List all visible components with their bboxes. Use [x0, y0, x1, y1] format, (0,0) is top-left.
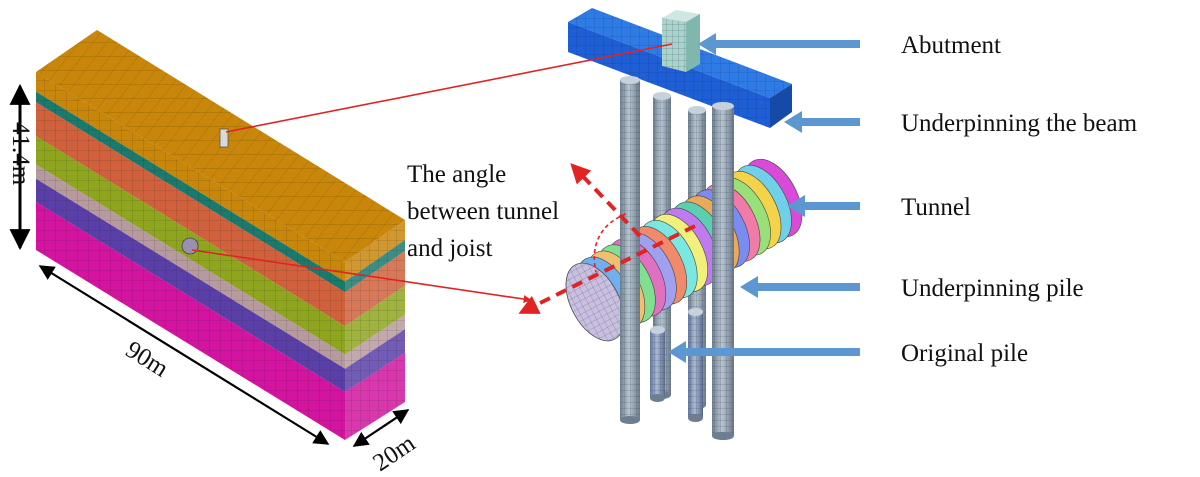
soil-abutment-marker — [219, 128, 229, 148]
callout-item: Abutment — [698, 32, 1001, 59]
tunnel-joist-angle — [518, 163, 696, 314]
callout-label: Underpinning pile — [901, 275, 1084, 302]
length-dimension-arrow — [38, 265, 330, 445]
angle-label-line-2: between tunnel — [407, 198, 559, 225]
tunnel-leader-line — [191, 249, 532, 304]
tunnel — [565, 158, 803, 342]
angle-label-line-1: The angle — [407, 161, 506, 188]
callout-arrowhead — [698, 33, 716, 55]
original-pile — [688, 308, 703, 422]
callout-label: Abutment — [901, 32, 1001, 59]
callout-arrowhead — [784, 111, 802, 133]
underpinning-pile — [712, 102, 734, 440]
tunnel-axis-arrow — [518, 224, 696, 314]
callout-item: Original pile — [668, 340, 1028, 367]
callout-item: Underpinning pile — [740, 275, 1084, 302]
callout-label: Tunnel — [901, 194, 971, 221]
original-piles — [650, 308, 703, 422]
soil-tunnel-marker — [181, 237, 199, 255]
callout-item: Tunnel — [787, 194, 971, 221]
callout-item: Underpinning the beam — [784, 110, 1138, 137]
abutment-leader-line — [225, 43, 673, 133]
abutment-block — [662, 10, 700, 72]
callout-arrowhead — [668, 341, 686, 363]
height-label: 41.4m — [7, 122, 34, 186]
width-label: 20m — [368, 429, 420, 477]
width-dimension-arrow — [352, 409, 410, 447]
callout-label: Original pile — [901, 340, 1028, 367]
callout-label: Underpinning the beam — [901, 110, 1138, 137]
joist-direction-arrow — [570, 163, 642, 238]
underpinning-pile — [620, 76, 640, 424]
original-pile — [650, 326, 665, 402]
callout-arrowhead — [787, 195, 805, 217]
angle-arc — [593, 213, 627, 273]
callout-arrowhead — [740, 276, 758, 298]
angle-label-line-3: and joist — [407, 235, 492, 262]
underpinning-structure — [565, 8, 803, 440]
